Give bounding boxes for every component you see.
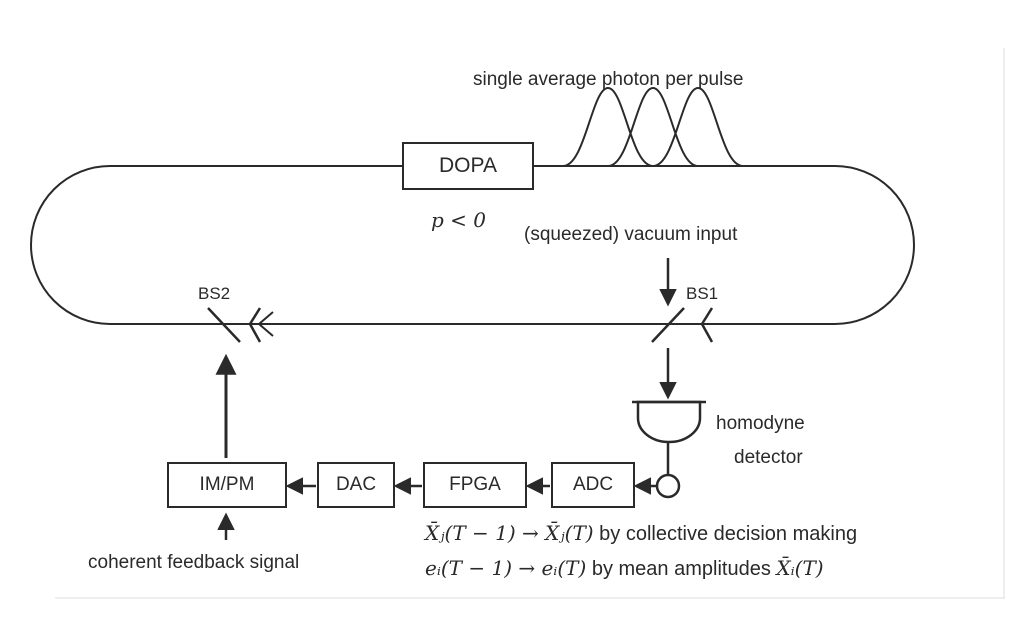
- equation-2-math: eᵢ(T − 1) → eᵢ(T): [425, 556, 587, 580]
- fiber-direction-arrow: [257, 311, 274, 337]
- detector-label-line2: detector: [734, 447, 803, 468]
- pulse-label: single average photon per pulse: [473, 69, 744, 90]
- adc-label: ADC: [572, 474, 614, 495]
- feedback-label: coherent feedback signal: [88, 552, 300, 573]
- detector-label-line1: homodyne: [716, 413, 805, 434]
- fiber-loop: [30, 165, 915, 325]
- dac-label: DAC: [335, 474, 377, 495]
- dopa-condition: p < 0: [431, 208, 486, 232]
- equation-2-text: by mean amplitudes: [591, 558, 771, 580]
- vacuum-input-label: (squeezed) vacuum input: [524, 224, 738, 245]
- homodyne-detector-symbol: [632, 400, 706, 499]
- equation-1-text: by collective decision making: [599, 523, 858, 545]
- bs1-label: BS1: [686, 284, 719, 303]
- bs2-label: BS2: [198, 284, 231, 303]
- equation-line-2: eᵢ(T − 1) → eᵢ(T) by mean amplitudes X̄ᵢ…: [425, 558, 824, 579]
- beam-splitter-bs2: [207, 307, 262, 343]
- fpga-box: FPGA: [423, 462, 527, 508]
- equation-2-tail: X̄ᵢ(T): [776, 556, 824, 580]
- impm-label: IM/PM: [199, 474, 255, 495]
- equation-1-math: X̄ⱼ(T − 1) → X̄ⱼ(T): [425, 521, 594, 545]
- fpga-label: FPGA: [449, 474, 501, 495]
- beam-splitter-bs1: [651, 307, 714, 343]
- dac-box: DAC: [317, 462, 395, 508]
- dopa-label: DOPA: [439, 154, 497, 177]
- impm-box: IM/PM: [167, 462, 287, 508]
- equation-line-1: X̄ⱼ(T − 1) → X̄ⱼ(T) by collective decisi…: [425, 523, 857, 544]
- adc-box: ADC: [551, 462, 635, 508]
- dopa-box: DOPA: [402, 142, 534, 190]
- photon-pulses: [562, 86, 744, 167]
